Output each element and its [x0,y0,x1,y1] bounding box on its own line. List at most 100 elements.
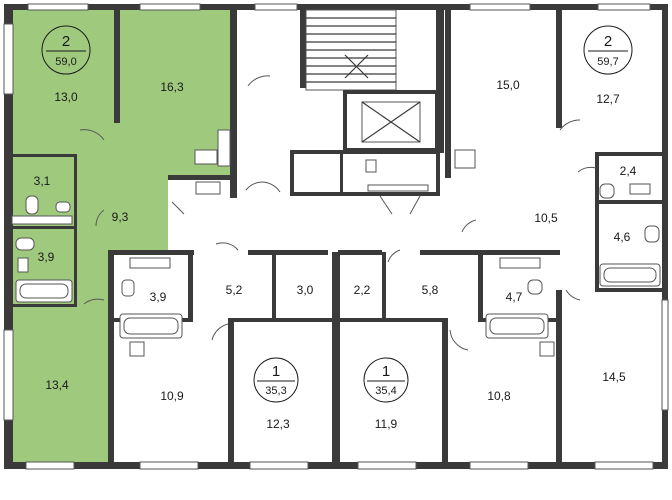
apartment-room-count: 2 [62,33,70,50]
wall-room123-top [228,318,336,322]
sink-left-bath [17,257,29,273]
toilet-left-bath [15,237,35,251]
wall-right-room-a-left [445,8,451,178]
wall-left-apartment-right [230,8,237,198]
room-area-label: 12,3 [266,417,290,431]
staircase [305,9,397,91]
wall-room119-top [338,318,444,322]
toilet-left-wc [25,195,39,215]
wall-bath39-right [188,250,193,322]
apartment-badge-1-left[interactable]: 1 35,3 [253,357,299,403]
room-area-label: 3,1 [34,174,51,188]
wall-wc-bottom [12,226,77,229]
room-area-label: 2,4 [620,164,637,178]
counter-bath47 [499,257,541,269]
outer-wall-top [4,4,668,10]
apartment-room-count: 2 [604,33,612,50]
wall-right-room-a-right [556,8,562,128]
room-area-label: 4,7 [506,290,523,304]
door-swings [79,75,597,351]
wall-corridor-bottom-a [114,250,194,255]
bathtub-right [599,263,661,287]
room-area-label: 4,6 [614,230,631,244]
outer-wall-right [662,4,668,469]
apartment-badge-2-left[interactable]: 2 59,0 [41,25,91,75]
room-area-label: 10,9 [160,389,184,403]
toilet-right-bath [644,225,660,243]
wall-corridor-bottom-d [420,250,560,255]
room-area-label: 5,2 [226,283,243,297]
bathtub-bath47 [485,313,549,339]
room-labels: 13,0 16,3 3,1 9,3 3,9 13,4 15,0 12,7 2,4… [34,78,637,431]
wall-left-kitchen [114,8,120,123]
apartment-total-area: 35,3 [265,385,286,397]
apartment-total-area: 35,4 [375,385,396,397]
room-area-label: 14,5 [602,370,626,384]
wall-right-wc-bottom [597,200,665,204]
bathtub-bath39 [119,313,183,339]
wall-corridor-bottom-b [248,250,328,255]
wall-center [332,252,340,467]
wall-right-bath-bottom [595,288,665,292]
sink-right-kitchen [454,149,476,169]
window-left-top [3,23,14,95]
room-area-label: 5,8 [422,283,439,297]
wall-left-lower [108,250,114,465]
apartment-total-area: 59,7 [597,56,618,68]
kitchen-counter [217,129,231,167]
wall-right-room-bottom-left [556,290,562,465]
room-area-label: 10,8 [487,389,511,403]
sink-left-wc [55,201,71,213]
room-area-label: 9,3 [112,210,129,224]
wall-bath47-left [478,252,483,322]
apartment-room-count: 1 [272,363,280,380]
room-area-label: 12,7 [596,92,620,106]
window-left-bottom [3,329,14,421]
outer-wall-left [4,4,13,469]
room-area-label: 3,0 [297,283,314,297]
counter-bath39 [129,257,171,269]
room-area-label: 3,9 [38,250,55,264]
wall-store30-left [272,252,276,320]
wall-stair-left [300,8,306,88]
windows-top [27,3,651,11]
wall-room123-left [228,318,234,468]
room-area-label: 11,9 [375,417,398,431]
wall-bath-bottom [12,304,77,307]
wall-corridor-bottom-c [338,250,382,255]
toilet-bath47 [527,279,543,295]
apartment-badge-1-right[interactable]: 1 35,4 [363,357,409,403]
kitchen-sink-109 [129,341,145,357]
bathtub-left [15,279,73,303]
wall-room119-right [442,318,448,468]
kitchen-sink-108 [539,341,555,357]
wall-wc-top [12,154,74,157]
wall-right-wc-top [595,152,665,156]
wall-stair-right [436,8,444,153]
elevator-shaft [343,90,439,152]
wall-bath-right [74,154,77,304]
room-area-label: 13,0 [54,90,78,104]
room-area-label: 13,4 [45,378,69,392]
toilet-right-wc [599,183,615,199]
kitchen-sink [194,149,218,165]
sink-right-wc [629,183,651,195]
room-area-label: 10,5 [534,211,558,225]
room-area-label: 16,3 [160,80,184,94]
toilet-bath39 [121,279,135,297]
windows-bottom [25,461,654,470]
room-area-label: 15,0 [496,78,520,92]
window-right [661,299,669,411]
apartment-room-count: 1 [382,363,390,380]
corridor-fixture [195,181,221,195]
apartment-badge-2-right[interactable]: 2 59,7 [583,25,633,75]
room-area-label: 2,2 [354,283,371,297]
wall-store22-right [382,252,386,320]
highlighted-apartment[interactable] [12,8,235,465]
apartment-total-area: 59,0 [55,56,76,68]
counter-left-wc [11,215,73,225]
service-room [290,150,440,196]
wall-right-bath-left [595,152,599,292]
room-area-label: 3,9 [150,290,167,304]
